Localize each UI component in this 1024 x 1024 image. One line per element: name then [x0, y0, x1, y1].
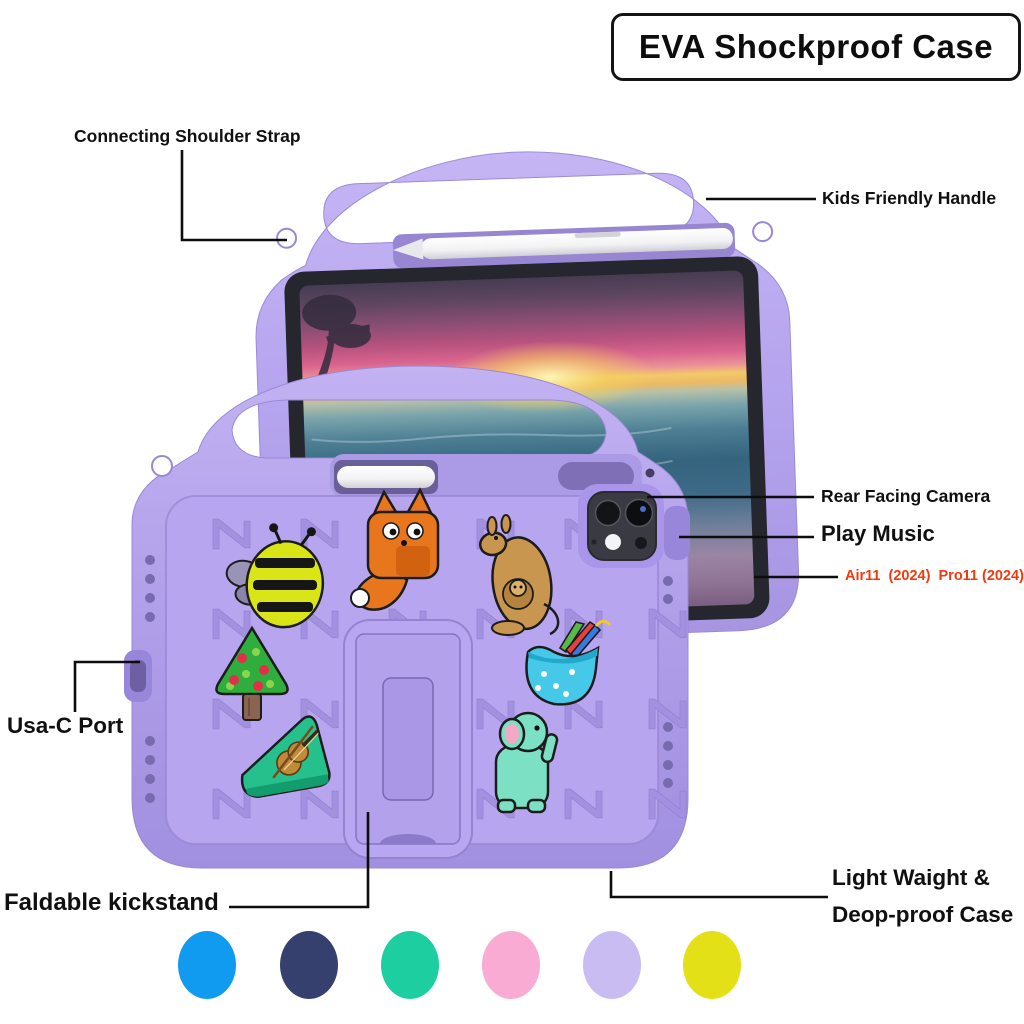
label-lightweight: Light Waight & Deop-proof Case: [832, 859, 1013, 933]
label-shoulder-strap: Connecting Shoulder Strap: [74, 126, 301, 146]
speaker-slot: [558, 462, 634, 490]
label-compatibility: Air11 (2024) Pro11 (2024): [845, 568, 1024, 584]
mic-hole: [645, 468, 655, 478]
pencil-slot: [392, 222, 736, 269]
color-swatch-green: [381, 931, 439, 999]
front-pencil-slot: [334, 460, 438, 494]
front-case: ZZZZZZZZZZZZZZZZZZZZZZZZ: [124, 365, 697, 869]
z-pattern-glyph: Z: [553, 788, 613, 821]
speaker-holes: [145, 555, 673, 803]
shoulder-strap-hole-left: [276, 227, 298, 249]
camera-module: [578, 484, 664, 568]
label-lightweight-line1: Light Waight &: [832, 865, 990, 890]
camera-lens-icon: [594, 499, 622, 527]
kickstand-leg: [382, 677, 434, 801]
leader-lightweight: [609, 871, 828, 899]
usb-c-port-notch: [124, 650, 152, 702]
color-swatch-yellow: [683, 931, 741, 999]
z-pattern-glyph: Z: [289, 788, 349, 821]
label-usb-port: Usa-C Port: [7, 713, 124, 738]
volume-button-notch: [664, 506, 690, 560]
palm-tree-silhouette: [302, 294, 372, 379]
charm-christmas-tree-icon: [215, 625, 289, 721]
color-swatch-pink: [482, 931, 540, 999]
label-lightweight-line2: Deop-proof Case: [832, 902, 1014, 927]
label-rear-camera: Rear Facing Camera: [821, 486, 991, 506]
charm-fox-icon: [350, 487, 440, 611]
leader-usb-port: [73, 660, 140, 712]
charm-violin-icon: [240, 715, 331, 798]
z-pattern-glyph: Z: [201, 518, 261, 551]
color-swatch-blue: [178, 931, 236, 999]
callout-leader-lines: [73, 150, 838, 909]
charm-kangaroo-icon: [478, 514, 560, 636]
label-play-music: Play Music: [821, 521, 935, 546]
z-pattern-glyph: Z: [201, 788, 261, 821]
z-pattern-glyph: Z: [637, 788, 697, 821]
charm-bee-icon: [225, 523, 325, 629]
z-pattern-glyph: Z: [637, 608, 697, 641]
color-swatch-lavender: [583, 931, 641, 999]
label-kids-handle: Kids Friendly Handle: [822, 188, 997, 208]
shoulder-strap-hole-right: [752, 221, 774, 243]
leader-shoulder-strap: [180, 150, 287, 242]
front-strap-hole: [151, 455, 173, 477]
charm-elephant-icon: [494, 711, 559, 814]
camera-flash-icon: [605, 534, 621, 550]
folded-umbrellas: [558, 619, 612, 660]
kickstand: [343, 619, 473, 859]
charm-umbrella-cup-icon: [525, 619, 612, 706]
label-kickstand: Faldable kickstand: [4, 889, 219, 916]
leader-kickstand: [229, 812, 370, 909]
color-swatch-navy: [280, 931, 338, 999]
page-title: EVA Shockproof Case: [611, 13, 1021, 81]
camera-lens-icon: [624, 498, 654, 528]
